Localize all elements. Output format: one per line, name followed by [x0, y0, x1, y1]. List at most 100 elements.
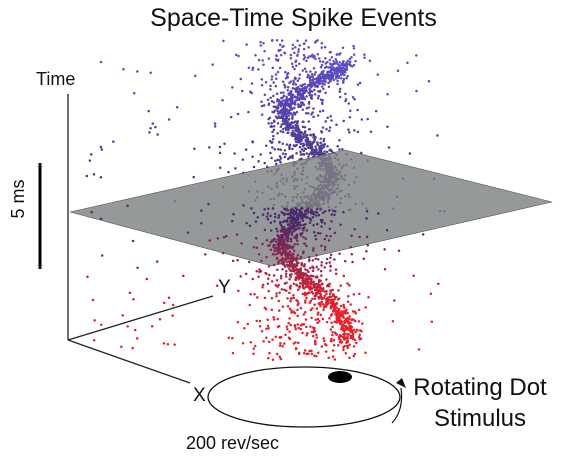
spike-point	[430, 320, 434, 323]
spike-point	[231, 336, 234, 340]
spike-point	[310, 290, 314, 294]
spike-point	[321, 82, 325, 85]
spike-point	[346, 311, 349, 315]
spike-point	[255, 246, 259, 249]
spike-point	[335, 72, 338, 75]
spike-point	[330, 213, 334, 216]
spike-point	[387, 146, 391, 149]
spike-point	[333, 320, 336, 324]
spike-point	[349, 109, 352, 112]
spike-point	[342, 346, 345, 349]
spike-point	[275, 54, 278, 58]
spike-point	[244, 272, 248, 276]
spike-point	[303, 67, 307, 70]
spike-point	[341, 328, 345, 332]
spike-point	[278, 336, 282, 339]
spike-point	[277, 237, 280, 241]
spike-point	[319, 65, 323, 69]
spike-point	[272, 134, 275, 138]
spike-point	[323, 222, 327, 225]
spike-point	[279, 148, 282, 152]
spike-point	[315, 214, 318, 217]
spike-point	[328, 317, 331, 320]
spike-point	[311, 307, 314, 310]
spike-point	[319, 269, 323, 273]
spike-point	[304, 277, 308, 280]
spike-point	[328, 295, 331, 299]
spike-point	[305, 325, 308, 329]
spike-point	[329, 264, 332, 268]
spike-point	[299, 306, 303, 310]
spike-point	[297, 50, 300, 54]
spike-point	[270, 141, 273, 144]
spike-point	[99, 217, 103, 221]
spike-point	[296, 303, 299, 307]
spike-point	[289, 225, 293, 229]
spike-point	[344, 71, 347, 74]
spike-point	[278, 291, 281, 294]
spike-point	[292, 249, 296, 252]
spike-point	[269, 151, 272, 155]
spike-point	[317, 213, 321, 217]
spike-point	[289, 287, 292, 290]
spike-point	[286, 231, 289, 235]
spike-point	[339, 76, 343, 80]
spike-point	[293, 51, 296, 55]
spike-point	[337, 68, 341, 71]
time-plane	[69, 149, 553, 267]
spike-point	[357, 335, 361, 339]
spike-point	[133, 328, 137, 332]
spike-point	[352, 47, 356, 50]
spike-point	[280, 123, 284, 126]
spike-point	[270, 75, 274, 78]
spike-point	[302, 47, 306, 51]
spike-point	[282, 263, 286, 267]
spike-point	[285, 219, 289, 222]
spike-point	[322, 286, 325, 290]
spike-point	[299, 94, 303, 97]
spike-point	[334, 58, 338, 61]
spike-point	[348, 343, 351, 346]
spike-point	[301, 120, 305, 124]
spike-point	[391, 320, 395, 323]
spike-point	[367, 296, 370, 299]
spike-point	[288, 317, 291, 320]
spike-point	[311, 259, 315, 262]
spike-point	[294, 277, 297, 281]
spike-point	[100, 254, 104, 257]
spike-point	[307, 120, 311, 123]
spike-point	[221, 251, 225, 255]
spike-point	[274, 73, 278, 76]
spike-point	[310, 90, 314, 93]
spike-point	[334, 272, 338, 275]
spike-point	[275, 256, 279, 260]
spike-point	[294, 347, 298, 350]
spike-point	[314, 234, 317, 238]
spike-point	[275, 240, 278, 243]
spike-point	[303, 131, 307, 135]
spike-point	[167, 296, 171, 300]
spike-point	[317, 76, 320, 80]
spike-point	[315, 276, 319, 279]
spike-point	[299, 84, 302, 87]
spike-point	[318, 147, 321, 151]
spike-point	[281, 260, 285, 263]
spike-point	[266, 212, 270, 215]
spike-point	[288, 147, 291, 151]
spike-point	[261, 59, 264, 62]
spike-point	[158, 317, 162, 321]
spike-point	[346, 59, 350, 63]
spike-point	[291, 125, 295, 128]
spike-point	[308, 75, 312, 78]
spike-point	[291, 113, 294, 117]
spike-point	[270, 156, 273, 160]
spike-point	[286, 112, 290, 115]
spike-point	[328, 126, 332, 129]
spike-point	[281, 227, 284, 231]
spike-point	[315, 254, 318, 257]
spike-point	[286, 328, 289, 331]
spike-point	[274, 159, 277, 163]
scale-bar-label: 5 ms	[8, 179, 28, 219]
spike-point	[282, 91, 285, 94]
spike-point	[323, 45, 327, 49]
